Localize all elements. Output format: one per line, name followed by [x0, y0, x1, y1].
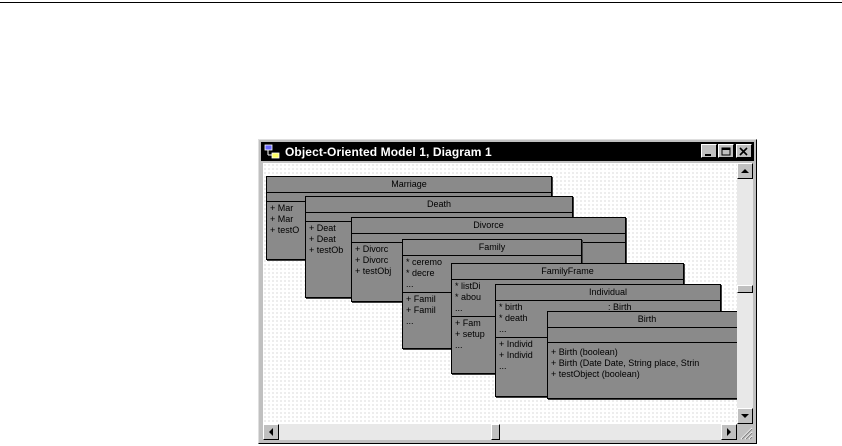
diagram-canvas[interactable]: Marriage + Mar + Mar + testO Death + Dea… — [263, 163, 737, 424]
horizontal-scroll-thumb[interactable] — [491, 424, 500, 440]
method-row: + Mar — [270, 203, 294, 213]
window-title: Object-Oriented Model 1, Diagram 1 — [285, 144, 492, 159]
method-row: + testO — [270, 225, 300, 235]
class-name: FamilyFrame — [452, 264, 683, 280]
attributes-section — [548, 328, 737, 343]
resize-grip[interactable] — [737, 424, 753, 440]
method-row: + testOb — [309, 245, 344, 255]
window-titlebar[interactable]: Object-Oriented Model 1, Diagram 1 — [261, 142, 754, 161]
method-row: + Individ — [499, 350, 533, 360]
horizontal-scrollbar[interactable] — [263, 424, 737, 440]
close-button[interactable] — [736, 144, 752, 158]
scroll-up-button[interactable] — [737, 163, 753, 179]
arrow-right-icon — [727, 428, 731, 436]
ellipsis-row: ... — [406, 316, 414, 326]
close-icon — [739, 147, 748, 156]
minimize-icon — [705, 154, 711, 156]
arrow-left-icon — [269, 428, 273, 436]
arrow-down-icon — [741, 414, 749, 418]
maximize-button[interactable] — [718, 144, 734, 158]
methods-section: + Divorc + Divorc + testObj — [352, 243, 625, 279]
method-row: + Famil — [406, 305, 436, 315]
attribute-row: * death — [499, 313, 528, 323]
attribute-row: * decre — [406, 268, 435, 278]
class-name: Family — [403, 240, 581, 256]
scroll-right-button[interactable] — [721, 424, 737, 440]
attribute-row: * abou — [455, 292, 482, 302]
ellipsis-row: ... — [455, 303, 463, 313]
methods-section: + Famil + Famil ... — [403, 293, 581, 329]
method-row: + Deat — [309, 223, 336, 233]
method-row: + Famil — [406, 294, 436, 304]
diagram-app-icon[interactable] — [264, 144, 280, 160]
methods-section: + Fam + setup ... — [452, 317, 683, 353]
class-birth[interactable]: Birth + Birth (boolean) + Birth (Date Da… — [547, 311, 737, 399]
method-row: + testObj — [355, 266, 392, 276]
attribute-row: * birth : Birth — [499, 302, 720, 313]
method-row: + Divorc — [355, 255, 389, 265]
method-row: + Individ — [499, 339, 533, 349]
vertical-scroll-thumb[interactable] — [737, 285, 753, 293]
diagram-window[interactable]: Object-Oriented Model 1, Diagram 1 Marri… — [258, 139, 757, 444]
attribute-type: : Birth — [608, 302, 632, 312]
attribute-row: * ceremo — [406, 257, 443, 267]
method-row: + Deat — [309, 234, 336, 244]
method-row: + Divorc — [355, 244, 389, 254]
ellipsis-row: ... — [499, 324, 507, 334]
methods-section: + Birth (boolean) + Birth (Date Date, St… — [548, 343, 737, 382]
attribute-row: * listDi — [455, 281, 481, 291]
class-name: Birth — [548, 312, 737, 328]
scroll-left-button[interactable] — [263, 424, 279, 440]
attribute-label: * birth — [499, 302, 523, 312]
ellipsis-row: ... — [455, 340, 463, 350]
method-row: + setup — [455, 329, 485, 339]
methods-section: + Individ + Individ ... — [496, 338, 720, 374]
class-name: Divorce — [352, 218, 625, 234]
method-row: + testObject (boolean) — [551, 369, 640, 379]
maximize-icon — [721, 147, 731, 156]
method-row: + Birth (boolean) — [551, 347, 618, 357]
page-top-rule — [0, 2, 842, 3]
minimize-button[interactable] — [701, 144, 717, 158]
class-name: Individual — [496, 285, 720, 301]
methods-section: + Deat + Deat + testOb — [306, 222, 572, 258]
class-name: Death — [306, 197, 572, 213]
ellipsis-row: ... — [406, 279, 414, 289]
ellipsis-row: ... — [499, 361, 507, 371]
methods-section: + Mar + Mar + testO — [267, 202, 551, 238]
size-grip-icon — [740, 427, 753, 440]
vertical-scrollbar[interactable] — [737, 163, 753, 424]
method-row: + Mar — [270, 214, 294, 224]
arrow-up-icon — [741, 169, 749, 173]
scroll-down-button[interactable] — [737, 408, 753, 424]
method-row: + Birth (Date Date, String place, Strin — [551, 358, 700, 368]
class-name: Marriage — [267, 177, 551, 193]
method-row: + Fam — [455, 318, 481, 328]
